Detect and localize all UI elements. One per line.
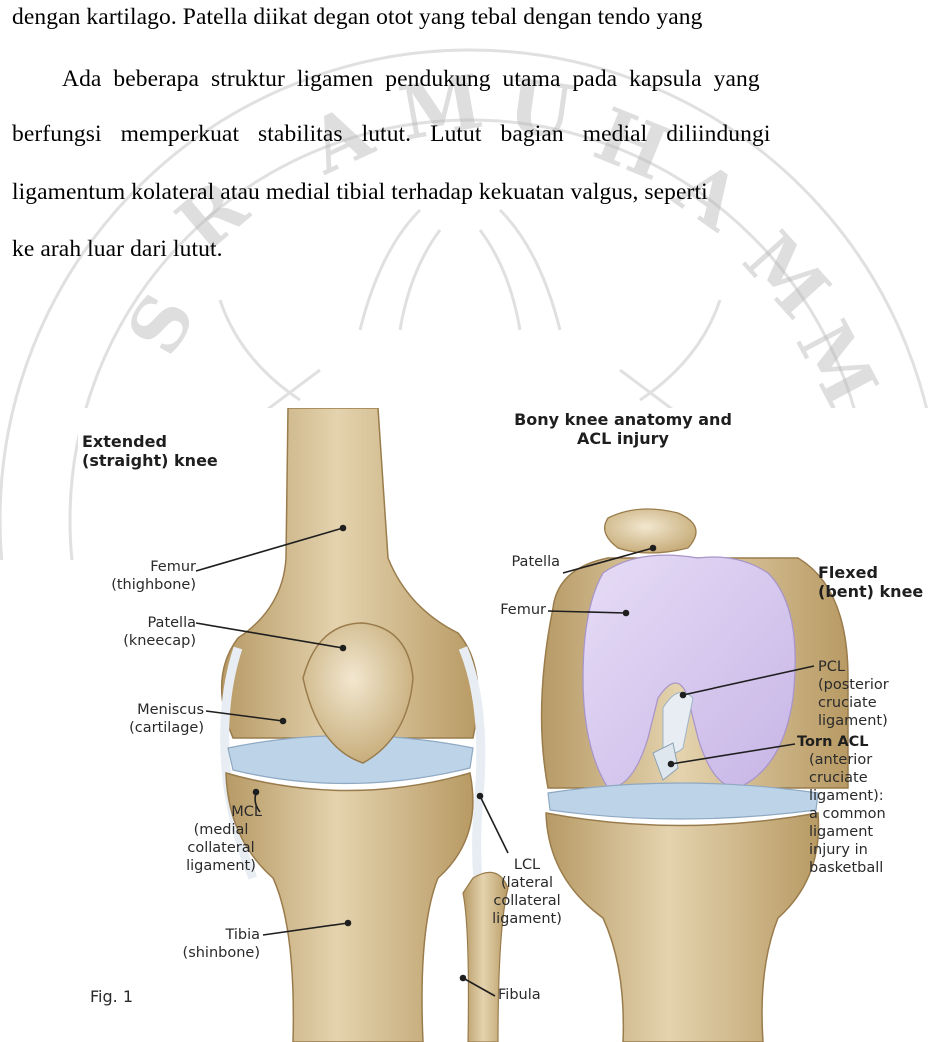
label-fibula: Fibula [498, 986, 541, 1004]
bony-knee-title: Bony knee anatomy and ACL injury [498, 410, 748, 448]
label-torn-acl: Torn ACL (anterior cruciate ligament): a… [797, 733, 886, 877]
flexed-knee-title: Flexed (bent) knee [818, 563, 923, 601]
paragraph-line-4: ligamentum kolateral atau medial tibial … [12, 179, 708, 206]
meniscus-right [548, 783, 818, 819]
label-lcl: LCL (lateral collateral ligament) [482, 856, 572, 928]
svg-text:M: M [727, 216, 846, 334]
extended-knee-drawing [222, 408, 508, 1042]
label-mcl: MCL (medial collateral ligament) [176, 803, 266, 875]
paragraph-line-2: Ada beberapa struktur ligamen pendukung … [62, 66, 760, 93]
label-femur-right: Femur [458, 601, 546, 619]
tibia-right-bone [546, 813, 819, 1042]
figure-number: Fig. 1 [90, 988, 133, 1006]
label-patella-kneecap: Patella (kneecap) [78, 614, 196, 650]
paragraph-line-1: dengan kartilago. Patella diikat degan o… [12, 4, 702, 31]
label-femur-thighbone: Femur (thighbone) [78, 558, 196, 594]
label-meniscus-cartilage: Meniscus (cartilage) [78, 701, 204, 737]
paragraph-line-5: ke arah luar dari lutut. [12, 236, 223, 263]
label-tibia-shinbone: Tibia (shinbone) [138, 926, 260, 962]
knee-anatomy-figure: Extended (straight) knee Bony knee anato… [78, 408, 948, 1042]
svg-text:S: S [111, 280, 212, 369]
extended-knee-title: Extended (straight) knee [82, 432, 218, 470]
paragraph-line-3: berfungsi memperkuat stabilitas lutut. L… [12, 121, 771, 148]
label-patella-right: Patella [458, 553, 560, 571]
svg-text:M: M [779, 308, 893, 421]
label-pcl: PCL (posterior cruciate ligament) [818, 658, 889, 730]
